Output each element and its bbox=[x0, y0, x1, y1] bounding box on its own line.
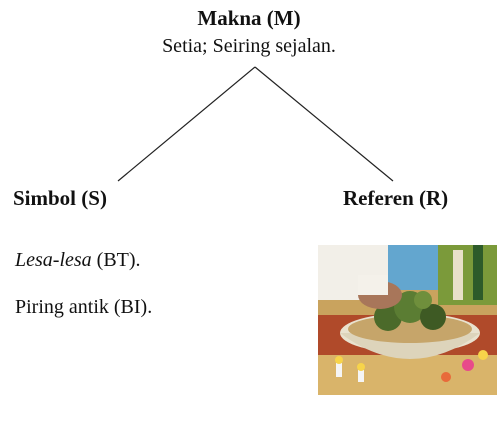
referen-photo bbox=[318, 245, 497, 395]
simbol-term-suffix: (BT). bbox=[91, 249, 141, 271]
makna-description: Setia; Seiring sejalan. bbox=[162, 35, 336, 57]
simbol-term: Lesa-lesa bbox=[15, 249, 92, 271]
makna-title: Makna (M) bbox=[197, 6, 301, 30]
simbol-item-2: Piring antik (BI). bbox=[15, 296, 153, 318]
line-makna-to-referen bbox=[254, 66, 394, 182]
simbol-item-1: Lesa-lesa (BT). bbox=[15, 249, 141, 272]
offering-bowl-image bbox=[318, 245, 497, 395]
referen-title: Referen (R) bbox=[343, 186, 449, 210]
simbol-title: Simbol (S) bbox=[13, 186, 107, 210]
line-makna-to-simbol bbox=[117, 66, 256, 182]
